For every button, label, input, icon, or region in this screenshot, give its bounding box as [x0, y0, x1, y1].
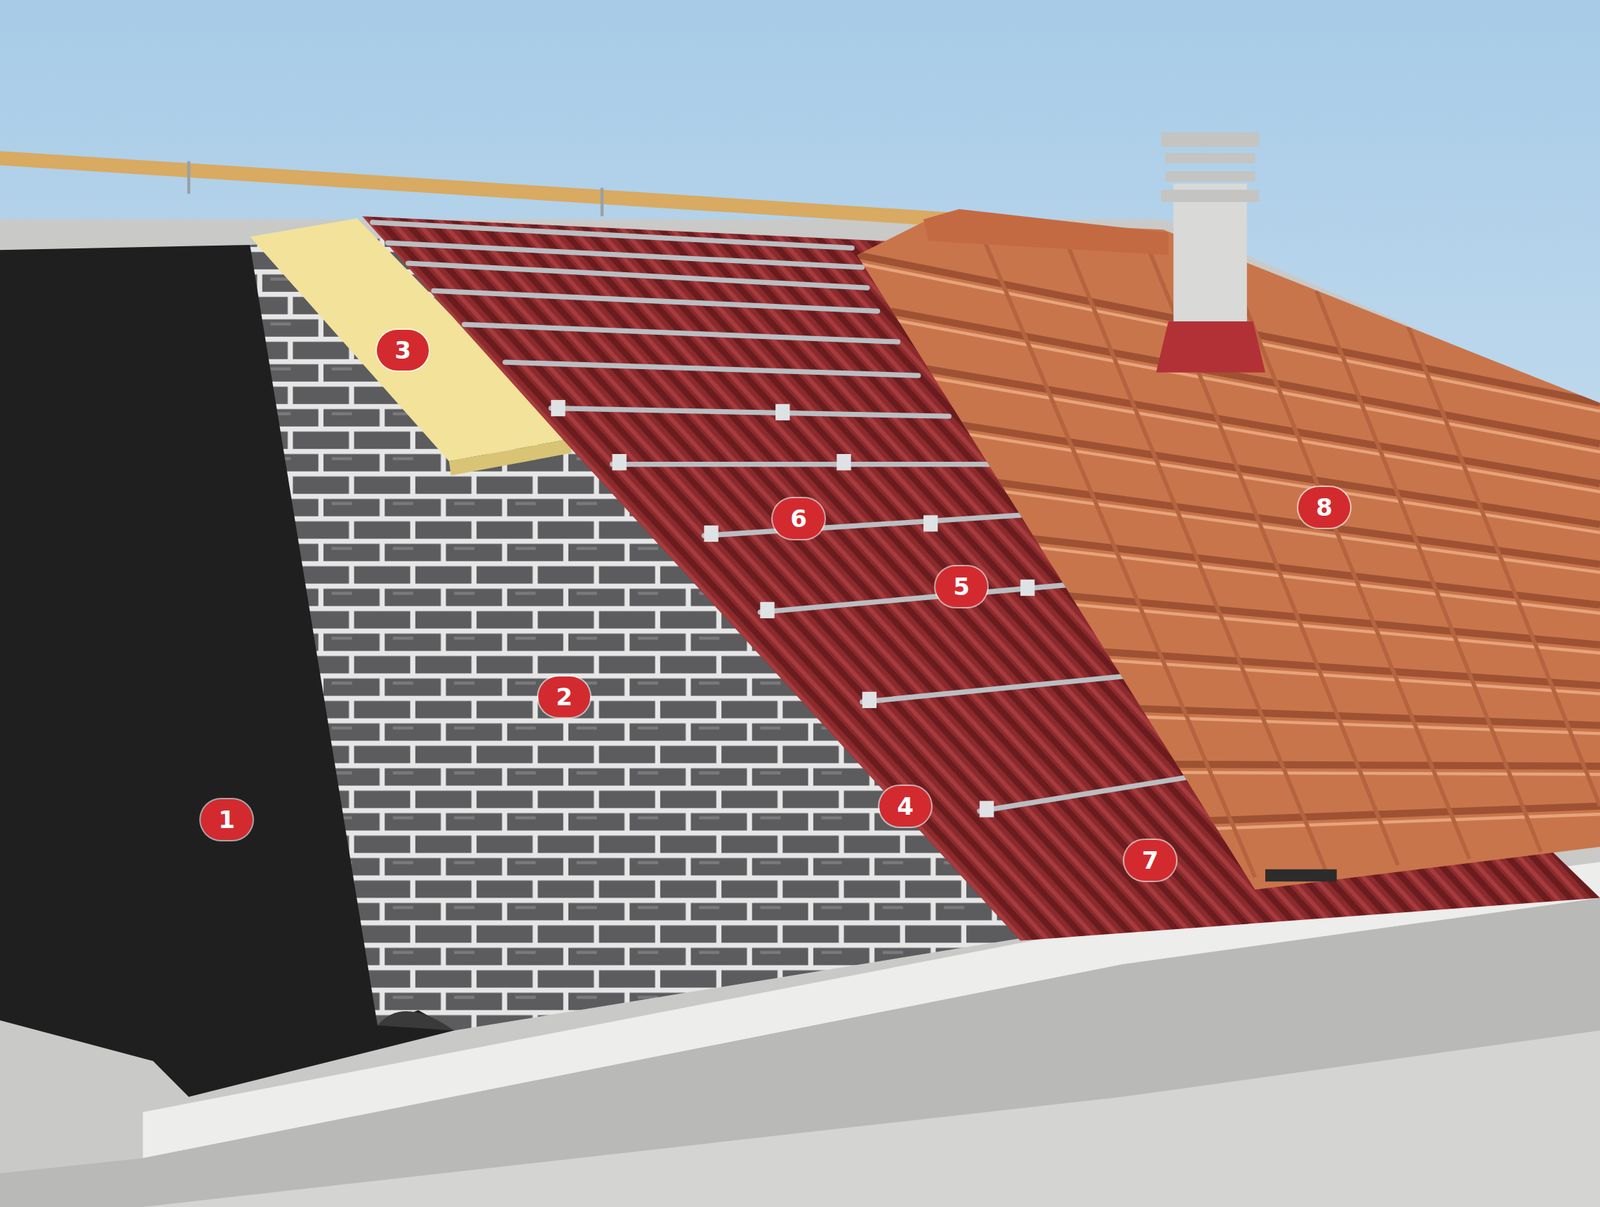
membrane-curl [377, 1011, 455, 1031]
callout-number: 3 [376, 329, 429, 371]
corrugated-sheet [362, 216, 1600, 941]
insulation-edge [449, 438, 572, 476]
tile-courses [856, 229, 1600, 878]
ridge-tiles [923, 209, 1169, 255]
callout-number: 1 [200, 799, 253, 840]
ridge-beam [0, 150, 949, 227]
callout-number: 2 [538, 676, 591, 718]
callout-number: 4 [879, 785, 932, 827]
callout-number: 7 [1124, 840, 1177, 881]
callout-number: 5 [935, 566, 988, 608]
callout-number: 6 [772, 498, 825, 539]
callout-number: 8 [1298, 487, 1351, 528]
chimney [1155, 132, 1266, 373]
eave-comb [1265, 869, 1337, 882]
